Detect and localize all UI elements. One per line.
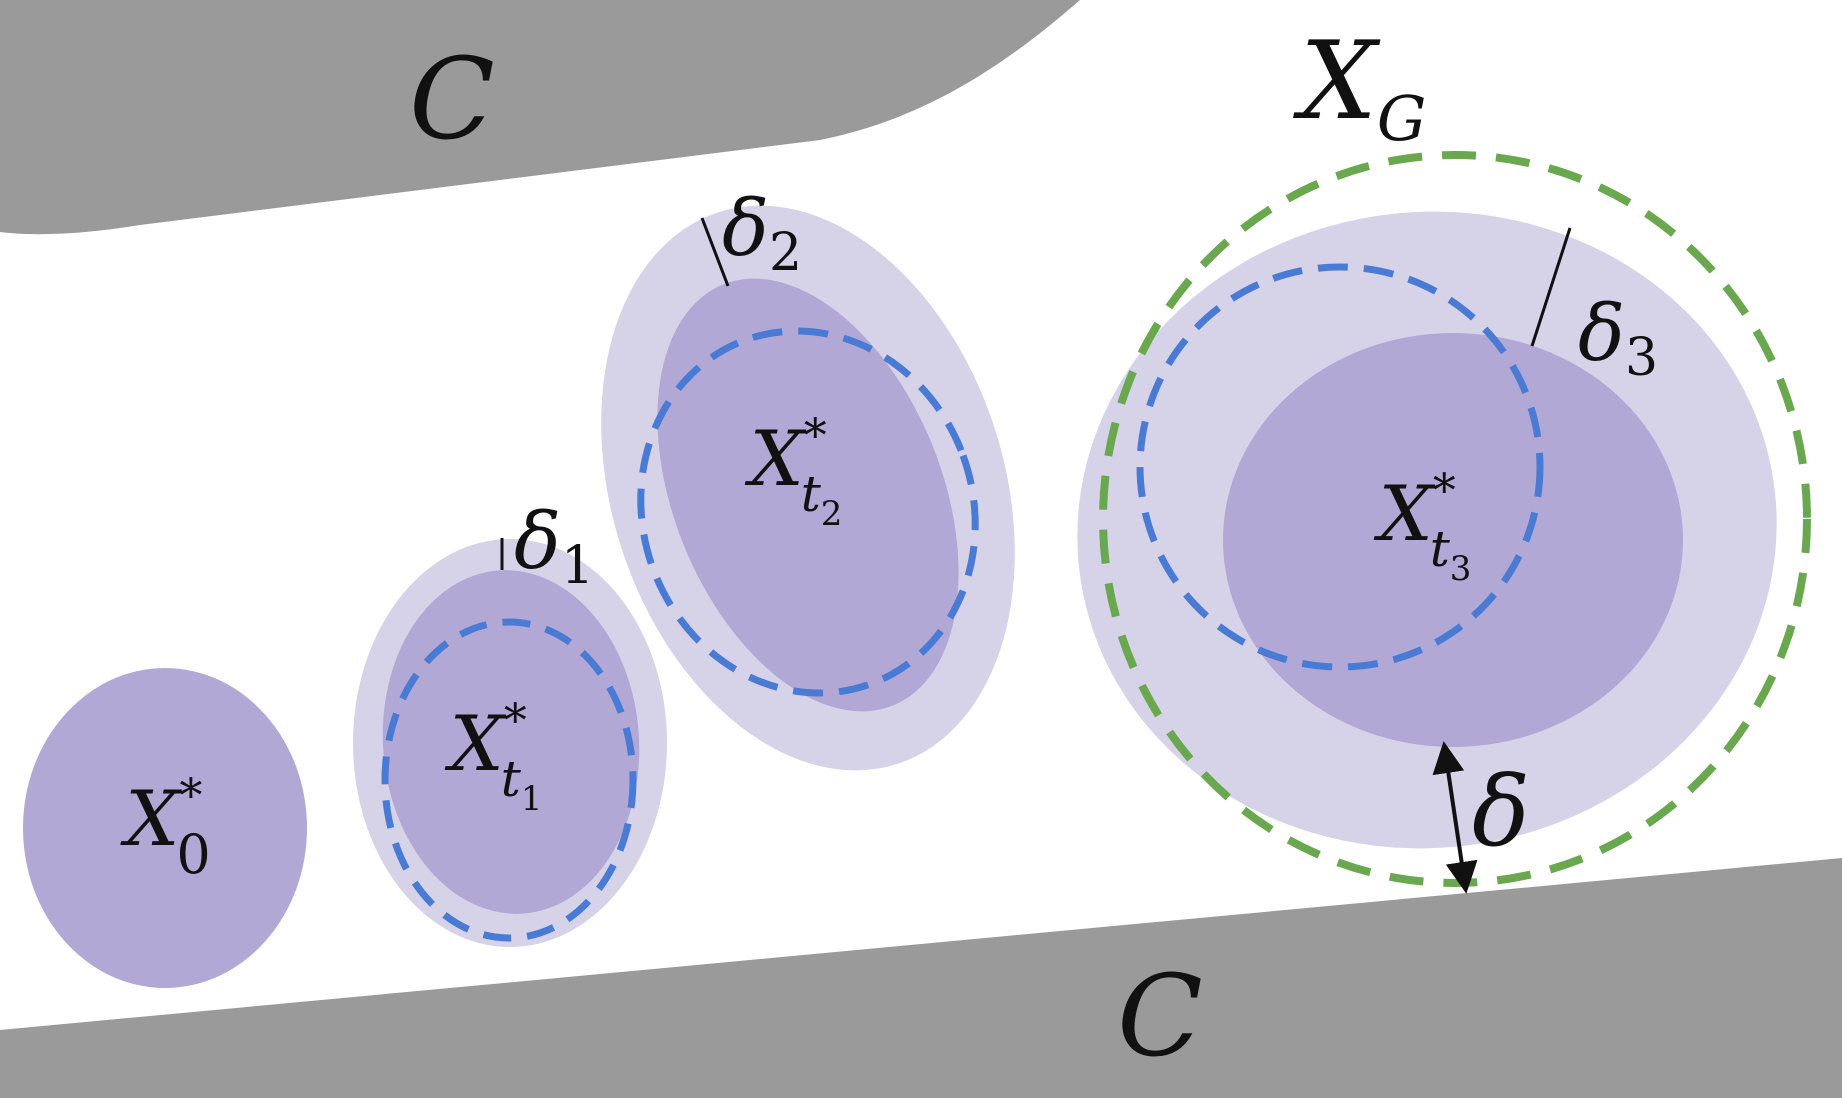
obstacle-bottom [0,858,1842,1098]
clearance-arrow [1432,741,1478,894]
goal-region-label: XG [1293,19,1426,155]
delta3-label: δ3 [1578,289,1658,388]
set-xt3-label: X*t3 [1374,463,1472,589]
obstacle-top [0,0,1080,235]
set-xt3: δ3 X*t3 [1077,211,1777,849]
set-x0-label: X*0 [120,768,210,886]
delta3-tick [1530,227,1572,347]
delta1-label: δ1 [514,497,594,596]
delta2-tick [700,217,730,287]
set-x0: X*0 [23,668,307,988]
set-xt1-label: X*t1 [445,693,543,819]
set-xt2: δ2 X*t2 [601,184,1015,771]
set-xt1: δ1 X*t1 [353,497,667,947]
set-xt2-label: X*t2 [745,408,843,534]
clearance-label: δ [1472,756,1530,868]
delta2-label: δ2 [722,184,802,283]
obstacle-top-label: C [409,35,495,165]
obstacle-bottom-label: C [1117,952,1203,1082]
